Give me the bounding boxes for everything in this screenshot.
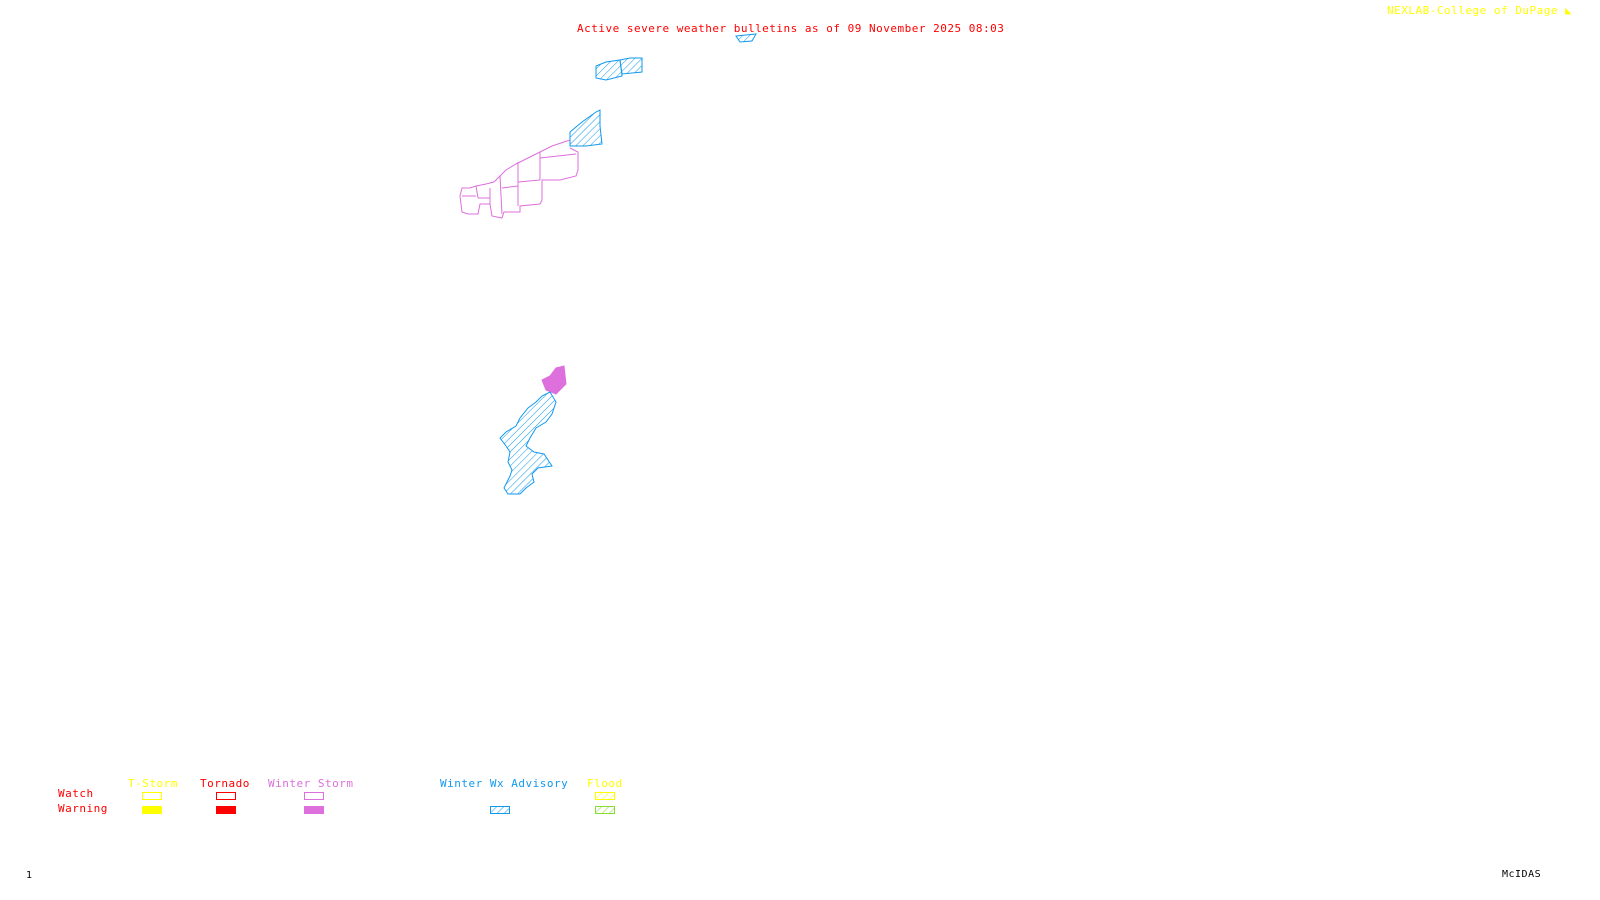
legend-label-winter-storm: Winter Storm [268, 777, 354, 790]
page-title: Active severe weather bulletins as of 09… [577, 22, 1005, 35]
advisory-area-north-pair-east [619, 57, 643, 75]
legend-label-winter-wx-advisory: Winter Wx Advisory [440, 777, 569, 790]
legend-label-flood: Flood [587, 777, 623, 790]
legend-swatch-tstorm-warning [142, 806, 162, 814]
legend-swatch-winter-storm-watch [304, 792, 324, 800]
legend-label-tornado: Tornado [200, 777, 250, 790]
advisory-area-south-chain [499, 391, 557, 495]
winter-storm-warning-area [541, 365, 567, 395]
credit-label: NEXLAB-College of DuPage ◣ [1387, 4, 1572, 17]
legend-swatch-tornado-warning [216, 806, 236, 814]
legend-swatch-winter-wx-advisory [490, 806, 510, 814]
legend-swatch-tornado-watch [216, 792, 236, 800]
advisory-area-north-pair-west [595, 59, 623, 81]
advisory-area-north-block [569, 109, 603, 147]
frame-number: 1 [26, 870, 33, 881]
corner-logo-icon: ◣ [1565, 4, 1573, 17]
advisory-area-top-small [735, 33, 757, 43]
winter-storm-watch-counties [459, 139, 579, 219]
legend-swatch-tstorm-watch [142, 792, 162, 800]
legend-label-tstorm: T-Storm [128, 777, 178, 790]
legend-swatch-flood-warning [595, 806, 615, 814]
legend-row-label-warning: Warning [58, 802, 108, 815]
legend-swatch-winter-storm-warning [304, 806, 324, 814]
legend-swatch-flood-watch [595, 792, 615, 800]
legend-row-label-watch: Watch [58, 787, 94, 800]
credit-text: NEXLAB-College of DuPage [1387, 4, 1558, 17]
software-label: McIDAS [1502, 869, 1542, 880]
